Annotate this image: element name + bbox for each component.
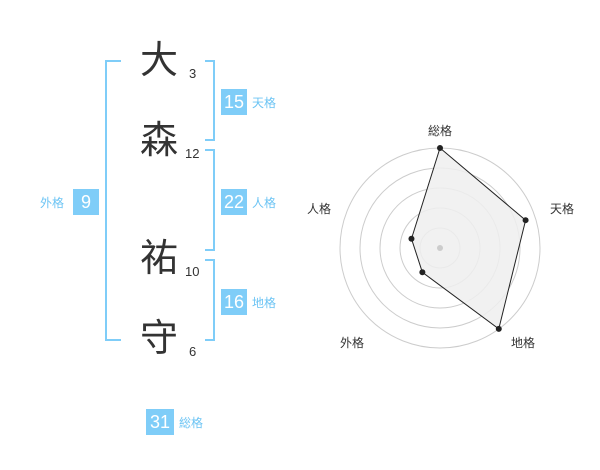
name-char-2: 森 bbox=[139, 118, 178, 162]
chikaku-bracket bbox=[205, 259, 215, 341]
soukaku-label: 総格 bbox=[179, 416, 204, 430]
radar-point bbox=[419, 269, 426, 276]
radar-label-tenkaku: 天格 bbox=[550, 202, 575, 216]
stroke-count-4: 6 bbox=[189, 344, 197, 359]
gaikaku-bracket bbox=[105, 60, 121, 341]
radar-area bbox=[410, 147, 527, 330]
radar-point bbox=[495, 325, 502, 332]
chikaku-label: 地格 bbox=[252, 296, 277, 310]
stroke-count-3: 10 bbox=[185, 264, 200, 279]
chikaku-value: 16 bbox=[221, 289, 247, 315]
jinkaku-label: 人格 bbox=[252, 196, 277, 210]
tenkaku-bracket bbox=[205, 60, 215, 141]
soukaku-value: 31 bbox=[146, 409, 174, 435]
radar-point bbox=[437, 145, 443, 151]
radar-label-gaikaku: 外格 bbox=[340, 336, 365, 350]
name-char-3: 祐 bbox=[139, 236, 178, 280]
tenkaku-label: 天格 bbox=[252, 96, 277, 110]
radar-point bbox=[408, 235, 415, 242]
gaikaku-label: 外格 bbox=[40, 196, 65, 210]
radar-points bbox=[408, 145, 529, 332]
jinkaku-bracket bbox=[205, 149, 215, 251]
name-char-4: 守 bbox=[139, 316, 178, 360]
radar-label-chikaku: 地格 bbox=[511, 336, 536, 350]
radar-point bbox=[522, 217, 529, 224]
name-char-1: 大 bbox=[139, 38, 178, 82]
radar-center-dot bbox=[437, 245, 443, 251]
radar-label-jinkaku: 人格 bbox=[307, 202, 332, 216]
stroke-count-2: 12 bbox=[185, 146, 200, 161]
jinkaku-value: 22 bbox=[221, 189, 247, 215]
gaikaku-value: 9 bbox=[73, 189, 99, 215]
radar-label-soukaku: 総格 bbox=[428, 124, 453, 138]
stroke-count-1: 3 bbox=[189, 66, 197, 81]
tenkaku-value: 15 bbox=[221, 89, 247, 115]
